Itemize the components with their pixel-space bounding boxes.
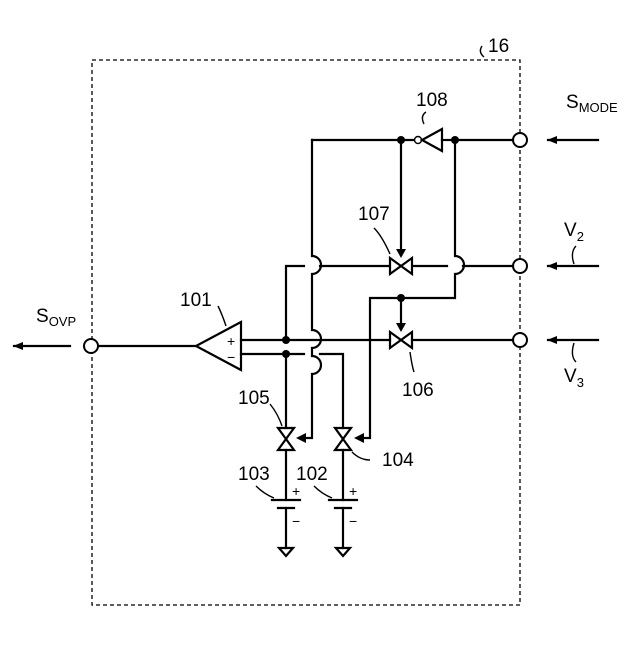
ref-103-leader [256, 486, 274, 498]
ref-105-leader [270, 404, 282, 426]
switch-107 [390, 258, 412, 274]
cap-103-plus-sign: + [292, 483, 300, 499]
ref-104-leader [352, 452, 370, 460]
switch-105 [278, 428, 294, 450]
cap-102-plus-sign: + [349, 483, 357, 499]
cap-102-minus-sign: − [349, 513, 357, 529]
v3-label: V3 [564, 366, 584, 390]
switch-106 [390, 332, 412, 348]
mode-to-106-104 [401, 140, 464, 298]
switch-105-control-arrow [296, 433, 306, 443]
ref-106-leader [410, 352, 414, 372]
ref-107: 107 [358, 204, 390, 225]
ref-106: 106 [402, 380, 434, 401]
ref-102: 102 [296, 464, 328, 485]
block-label-leader [480, 46, 484, 57]
sovp-terminal [84, 339, 98, 353]
smode-label: SMODE [566, 92, 618, 115]
inverter-108 [422, 129, 442, 151]
v2-to-comparator [286, 266, 389, 337]
block-label: 16 [488, 36, 509, 57]
ref-107-leader [374, 228, 390, 254]
cap-103-minus-sign: − [292, 513, 300, 529]
switch-106-control-arrow [396, 323, 406, 332]
v3-label-leader [572, 343, 576, 362]
ref-105: 105 [238, 388, 270, 409]
switch-104 [335, 428, 351, 450]
smode-terminal [513, 133, 527, 147]
comparator-minus-sign: − [227, 349, 235, 365]
plus-node [282, 336, 290, 344]
ground-102-icon [336, 548, 350, 556]
sovp-label: SOVP [36, 306, 76, 329]
switch-104-control-arrow [354, 433, 364, 443]
v2-label: V2 [564, 220, 584, 244]
inverted-mode-to-105 [304, 140, 321, 438]
comparator-plus-sign: + [227, 333, 235, 349]
ground-103-icon [279, 548, 293, 556]
ref-101: 101 [180, 290, 212, 311]
ref-101-leader [218, 306, 226, 326]
switch-107-control-arrow [396, 249, 406, 258]
ref-102-leader [314, 486, 332, 498]
ref-104: 104 [382, 450, 414, 471]
ref-103: 103 [238, 464, 270, 485]
ref-108-leader [422, 112, 426, 124]
v2-terminal [513, 259, 527, 273]
v2-label-leader [572, 246, 576, 264]
ref-108: 108 [416, 90, 448, 111]
v3-terminal [513, 333, 527, 347]
mode-to-104 [362, 298, 401, 438]
